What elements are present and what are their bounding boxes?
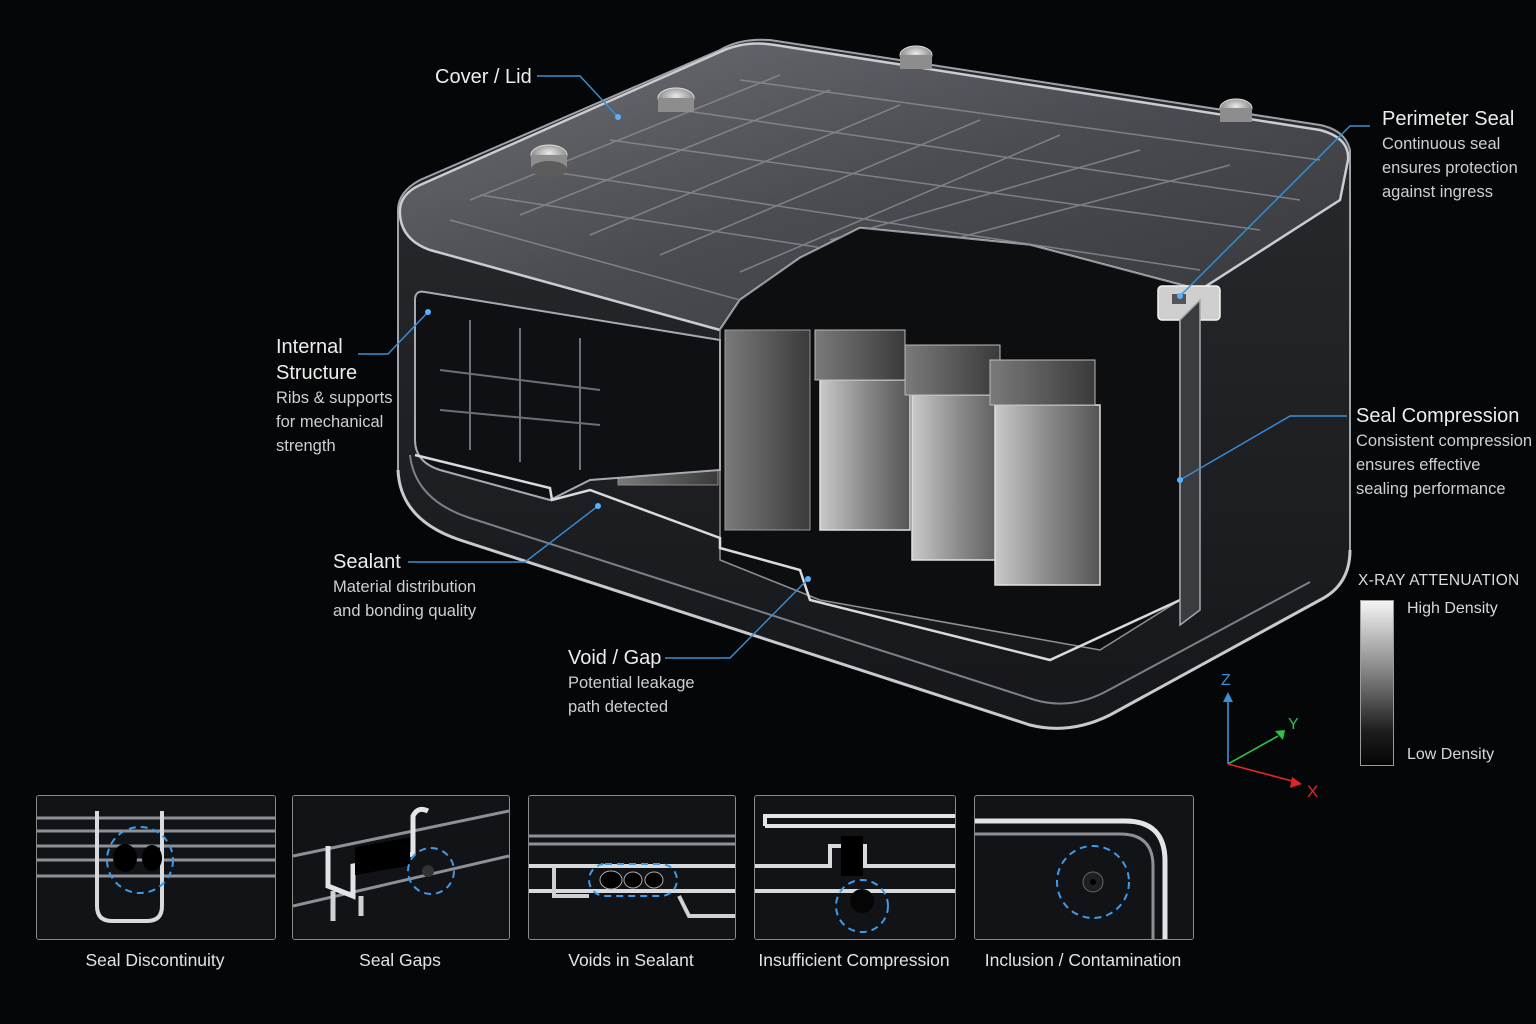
callout-desc: Potential leakage xyxy=(568,674,695,692)
defect-caption: Inclusion / Contamination xyxy=(984,950,1182,970)
defect-caption: Seal Gaps xyxy=(359,950,441,970)
callout-title: Internal xyxy=(276,336,343,358)
battery-cells xyxy=(617,329,1101,586)
callout-desc: sealing performance xyxy=(1356,480,1506,498)
defect-caption: Insufficient Compression xyxy=(758,950,950,970)
callout-seal-compression: Seal Compression Consistent compression … xyxy=(1356,403,1532,501)
defect-marker-ring xyxy=(588,863,678,897)
axis-x-label: X xyxy=(1307,782,1319,801)
defect-caption: Voids in Sealant xyxy=(568,950,694,970)
defect-marker-ring xyxy=(407,847,455,895)
axis-triad xyxy=(1223,692,1302,788)
callout-anchors xyxy=(425,114,1183,582)
legend-low-label: Low Density xyxy=(1407,746,1495,763)
callout-desc: ensures effective xyxy=(1356,456,1481,474)
defect-marker-ring xyxy=(106,826,174,894)
legend-high-label: High Density xyxy=(1407,600,1498,617)
callout-title: Cover / Lid xyxy=(435,66,532,88)
axis-z-label: Z xyxy=(1221,672,1231,689)
defect-thumb-seal-gaps xyxy=(292,795,510,940)
callout-title: Structure xyxy=(276,362,358,384)
callout-desc: against ingress xyxy=(1382,183,1493,201)
legend-gradient-bar xyxy=(1360,600,1394,766)
callout-sealant: Sealant Material distribution and bondin… xyxy=(333,549,476,623)
callout-desc: and bonding quality xyxy=(333,602,477,620)
callout-title: Perimeter Seal xyxy=(1382,108,1515,130)
callout-desc: strength xyxy=(276,437,336,455)
callout-lines xyxy=(358,75,1370,659)
callout-perimeter-seal: Perimeter Seal Continuous seal ensures p… xyxy=(1382,106,1518,204)
defect-marker-ring xyxy=(1056,845,1130,919)
defect-thumb-voids-in-sealant xyxy=(528,795,736,940)
callout-desc: ensures protection xyxy=(1382,159,1518,177)
lid-bosses xyxy=(530,45,1253,177)
axis-y-label: Y xyxy=(1288,716,1299,733)
defect-caption: Seal Discontinuity xyxy=(85,950,225,970)
defect-thumb-inclusion-contamination xyxy=(974,795,1194,940)
callout-title: Sealant xyxy=(333,551,401,573)
callout-title: Void / Gap xyxy=(568,647,662,669)
legend-title: X-RAY ATTENUATION xyxy=(1358,572,1520,589)
defect-thumb-insufficient-compression xyxy=(754,795,956,940)
callout-desc: Continuous seal xyxy=(1382,135,1501,153)
callout-desc: for mechanical xyxy=(276,413,384,431)
callout-desc: Consistent compression xyxy=(1356,432,1533,450)
callout-title: Seal Compression xyxy=(1356,405,1520,427)
callout-desc: Ribs & supports xyxy=(276,389,393,407)
defect-marker-ring xyxy=(835,879,889,933)
callout-cover-lid: Cover / Lid xyxy=(435,64,532,90)
defect-thumb-seal-discontinuity xyxy=(36,795,276,940)
callout-internal-structure: Internal Structure Ribs & supports for m… xyxy=(276,334,392,458)
callout-desc: path detected xyxy=(568,698,668,716)
callout-desc: Material distribution xyxy=(333,578,477,596)
callout-void-gap: Void / Gap Potential leakage path detect… xyxy=(568,645,695,719)
